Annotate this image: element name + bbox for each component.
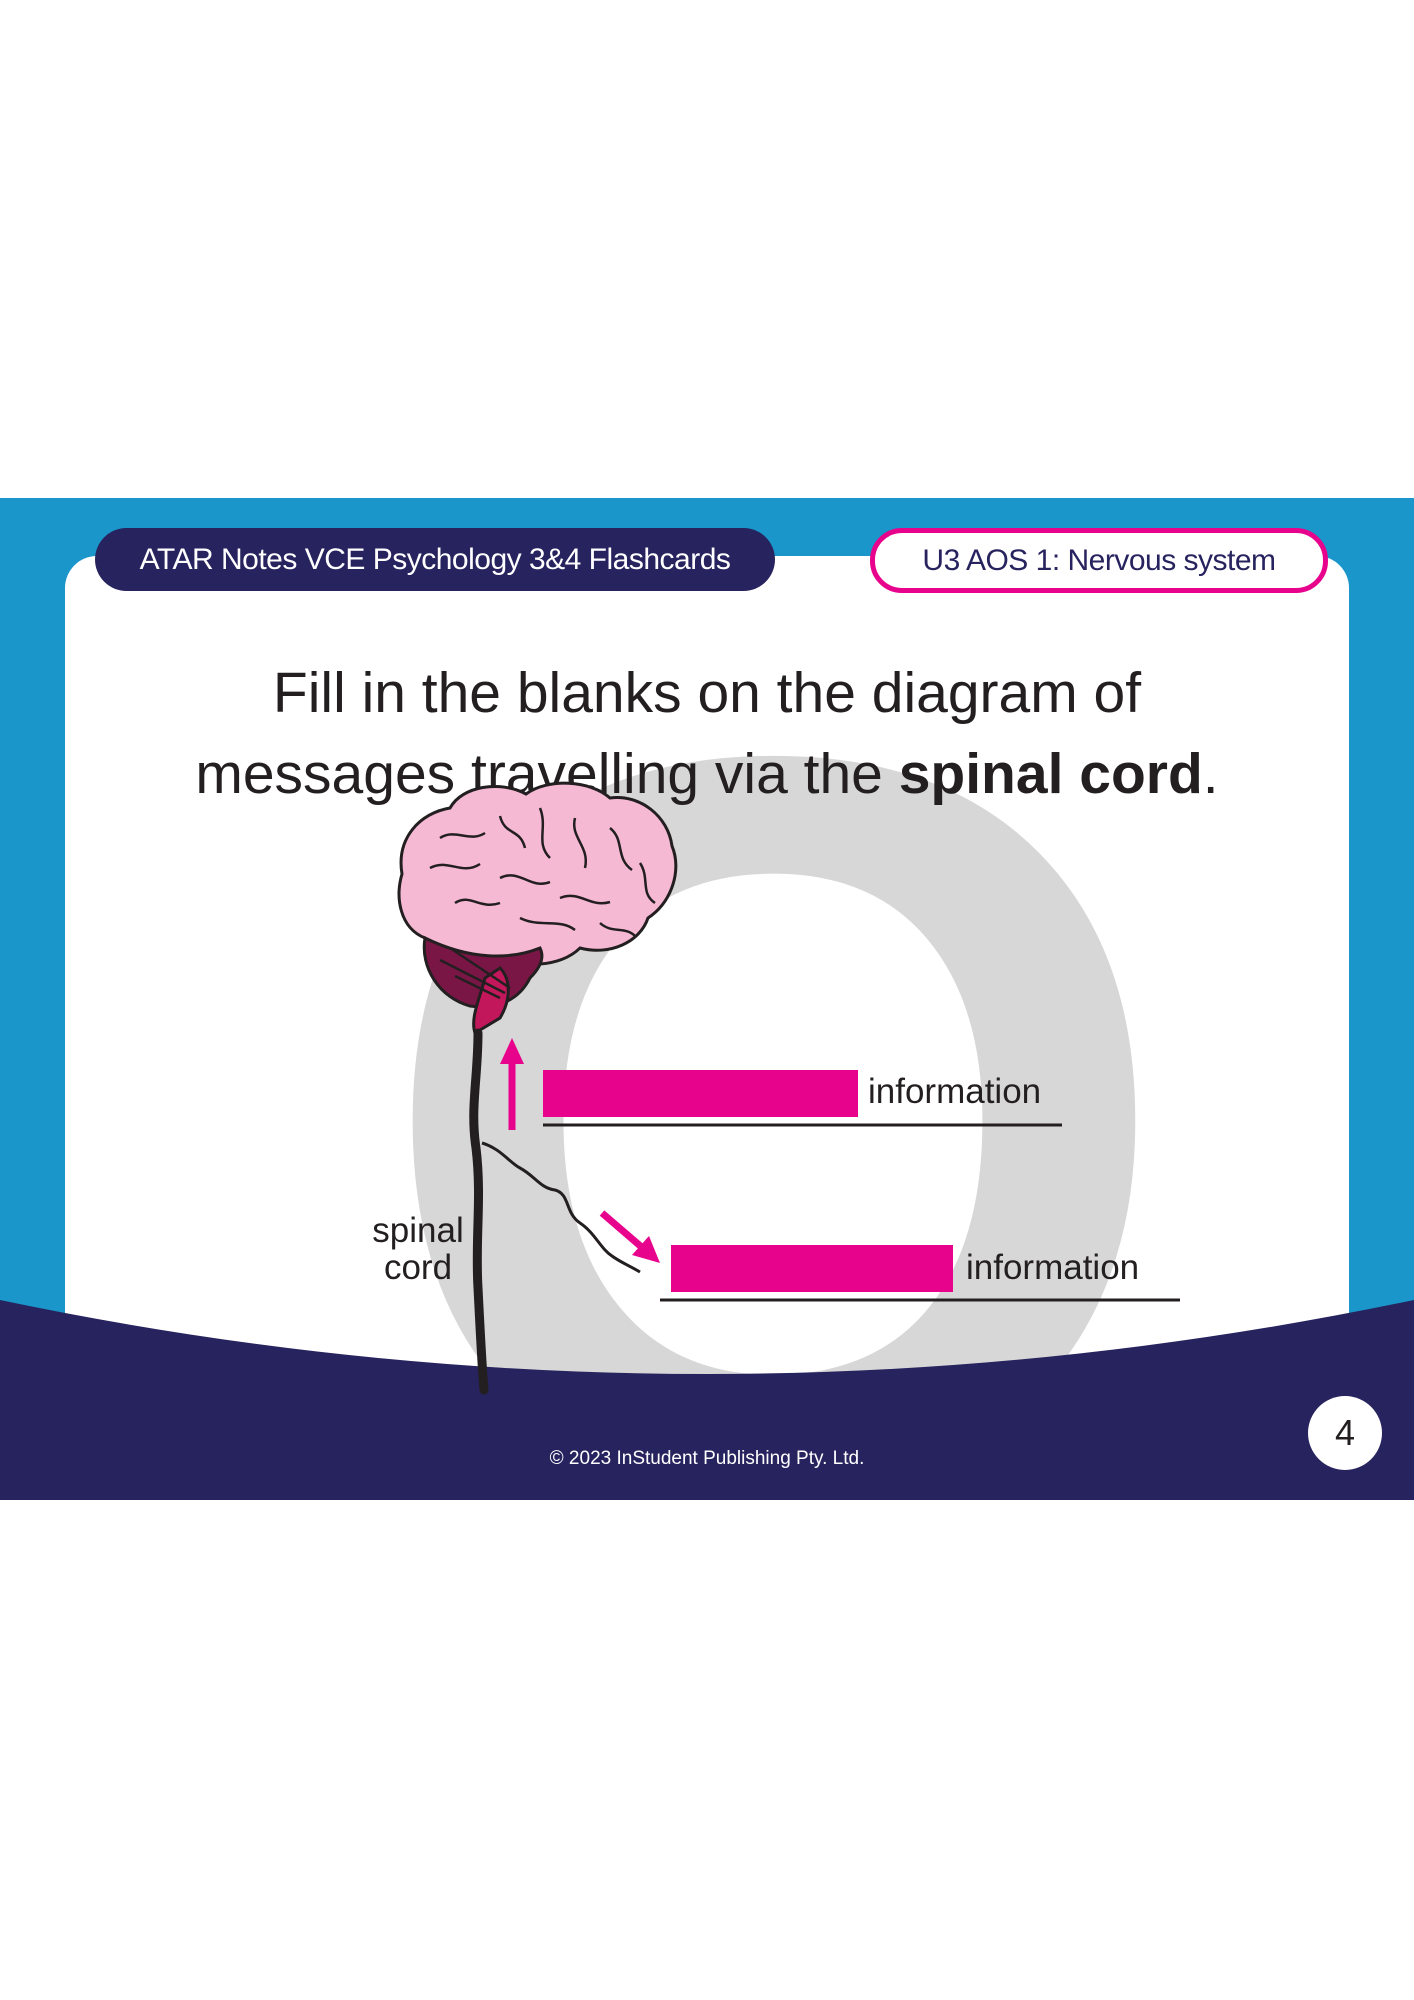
topic-pill: U3 AOS 1: Nervous system: [870, 528, 1328, 593]
question-line-1: Fill in the blanks on the diagram of: [272, 661, 1142, 725]
question-bold-term: spinal cord: [898, 742, 1203, 806]
question-line-2-suffix: .: [1202, 742, 1219, 806]
copyright-text: © 2023 InStudent Publishing Pty. Ltd.: [549, 1448, 865, 1469]
flashcard: Q ATAR Notes VCE Psychology 3&4 Flashcar…: [0, 498, 1414, 1500]
nerve-branch: [481, 1141, 641, 1274]
spinal-cord-diagram: [397, 781, 1180, 1395]
lower-information-label: information: [966, 1248, 1140, 1287]
spinal-cord-line: [469, 1028, 489, 1395]
card-body: [65, 556, 1349, 1376]
spinal-cord-label: spinal cord: [368, 1212, 468, 1286]
spinal-label-line-2: cord: [383, 1248, 453, 1287]
upper-blank-box: [543, 1070, 858, 1117]
question-text: Fill in the blanks on the diagram of mes…: [100, 653, 1314, 815]
lower-blank-box: [671, 1245, 953, 1292]
footer-band: [0, 1300, 1414, 1500]
upper-information-label: information: [868, 1072, 1042, 1111]
upward-arrow: [500, 1038, 524, 1130]
watermark-letter: Q: [370, 542, 1179, 1501]
page-number-badge: 4: [1308, 1396, 1382, 1470]
spinal-label-line-1: spinal: [372, 1211, 464, 1250]
series-title-pill: ATAR Notes VCE Psychology 3&4 Flashcards: [95, 528, 775, 591]
downward-arrow: [599, 1210, 660, 1263]
brain-illustration: [397, 781, 678, 1036]
